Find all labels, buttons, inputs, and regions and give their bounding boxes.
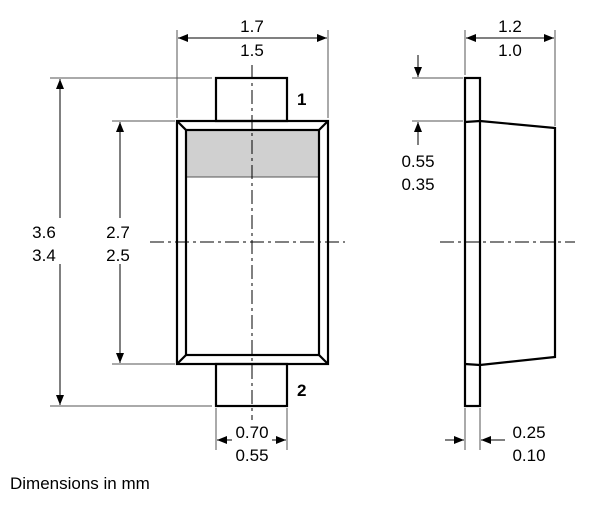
length-dimension: 3.6 3.4 <box>32 77 212 407</box>
lead-offset-dimension: 0.55 0.35 <box>401 55 463 194</box>
height-dimension: 1.2 1.0 <box>464 17 556 126</box>
svg-text:1.2: 1.2 <box>498 17 522 36</box>
body-length-dimension: 2.7 2.5 <box>102 120 175 365</box>
svg-text:0.35: 0.35 <box>401 175 434 194</box>
svg-text:0.70: 0.70 <box>235 423 268 442</box>
pin-2-label: 2 <box>297 381 306 400</box>
width-dimension: 1.7 1.5 <box>176 17 329 118</box>
front-view: 1 2 1.7 1.5 3.6 3.4 2.7 2.5 <box>32 17 345 465</box>
svg-text:3.6: 3.6 <box>32 223 56 242</box>
pin-1-label: 1 <box>297 90 306 109</box>
footer-note: Dimensions in mm <box>10 474 150 493</box>
lead-thickness-dimension: 0.25 0.10 <box>445 408 546 465</box>
svg-text:2.7: 2.7 <box>106 223 130 242</box>
svg-text:0.55: 0.55 <box>401 152 434 171</box>
svg-text:0.25: 0.25 <box>512 423 545 442</box>
svg-text:0.55: 0.55 <box>235 446 268 465</box>
body-bevels <box>176 120 329 365</box>
lead-width-dimension: 0.70 0.55 <box>215 408 288 465</box>
svg-text:0.10: 0.10 <box>512 446 545 465</box>
svg-text:3.4: 3.4 <box>32 246 56 265</box>
side-body <box>479 119 557 367</box>
svg-text:2.5: 2.5 <box>106 246 130 265</box>
svg-text:1.0: 1.0 <box>498 41 522 60</box>
side-view: 1.2 1.0 0.55 0.35 0.25 0.10 <box>401 17 575 465</box>
svg-text:1.5: 1.5 <box>240 41 264 60</box>
svg-text:1.7: 1.7 <box>240 17 264 36</box>
